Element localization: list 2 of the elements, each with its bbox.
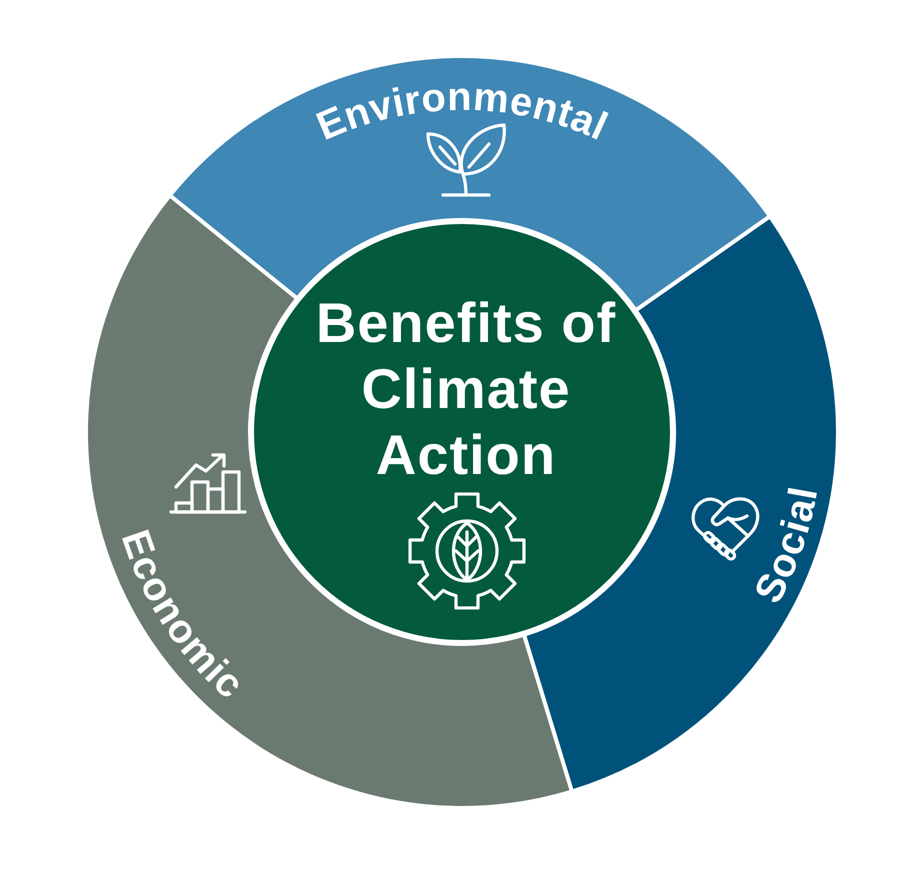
segment-label: Environmental — [310, 74, 614, 150]
center-heading: Benefits of Climate Action — [314, 290, 618, 488]
